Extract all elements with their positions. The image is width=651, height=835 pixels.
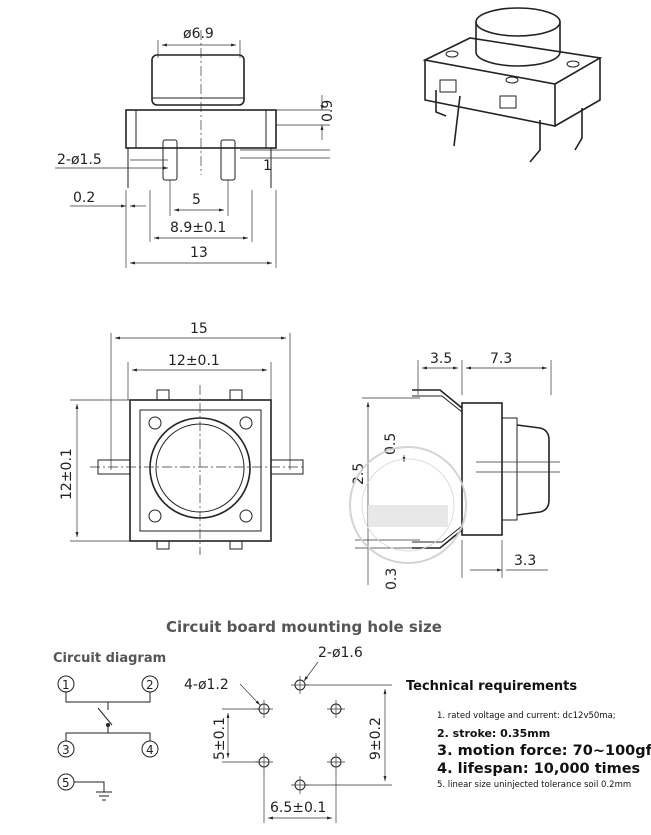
dim-9-mount: 9±0.2: [368, 717, 384, 760]
technical-requirements: Technical requirements 1. rated voltage …: [406, 679, 651, 790]
circuit-heading: Circuit diagram: [53, 651, 166, 666]
front-view: ø6.9 0.9 1 2-ø1.5 0.2 5 8.9±0.1 13: [55, 26, 336, 268]
dim-cap-diameter: ø6.9: [183, 26, 214, 42]
dim-13: 13: [190, 245, 208, 261]
pin-1-label: 1: [62, 678, 70, 692]
isometric-view: [422, 7, 603, 163]
dim-3-5: 3.5: [430, 351, 452, 367]
requirement-2: 2. stroke: 0.35mm: [437, 727, 550, 740]
dim-0-3: 0.3: [384, 568, 400, 590]
pin-4-label: 4: [146, 743, 154, 757]
dim-15: 15: [190, 321, 208, 337]
requirement-4: 4. lifespan: 10,000 times: [437, 761, 640, 777]
plan-view: 15 12±0.1 12±0.1: [59, 321, 305, 555]
dim-7-3: 7.3: [490, 351, 512, 367]
dim-5-mount: 5±0.1: [212, 717, 228, 760]
dim-8-9: 8.9±0.1: [170, 220, 226, 236]
requirements-title: Technical requirements: [406, 679, 577, 694]
dim-1: 1: [263, 158, 272, 174]
dim-0-2: 0.2: [73, 190, 95, 206]
dim-6-5-mount: 6.5±0.1: [270, 800, 326, 816]
dim-hole-2: 2-ø1.6: [318, 645, 363, 661]
pin-3-label: 3: [62, 743, 70, 757]
mounting-heading: Circuit board mounting hole size: [166, 618, 442, 636]
watermark-seal: [349, 446, 467, 564]
dim-12-width: 12±0.1: [168, 353, 220, 369]
dim-5: 5: [192, 192, 201, 208]
pin-2-label: 2: [146, 678, 154, 692]
circuit-diagram: 1 2 3 4 5: [57, 675, 159, 801]
dim-hole-4: 4-ø1.2: [184, 677, 229, 693]
dim-0-5: 0.5: [383, 433, 399, 455]
requirement-5: 5. linear size uninjected tolerance soil…: [437, 780, 631, 790]
requirement-3: 3. motion force: 70~100gf: [437, 743, 651, 759]
requirement-1: 1. rated voltage and current: dc12v50ma;: [437, 711, 616, 721]
dim-12-height: 12±0.1: [59, 448, 75, 500]
mounting-hole-diagram: 2-ø1.6 4-ø1.2 5±0.1 9±0.2 6.5±0.1: [184, 645, 392, 823]
dim-pin-diameter: 2-ø1.5: [57, 152, 102, 168]
pin-5-label: 5: [62, 776, 70, 790]
dim-3-3: 3.3: [514, 553, 536, 569]
dim-height-0-9: 0.9: [320, 100, 336, 122]
